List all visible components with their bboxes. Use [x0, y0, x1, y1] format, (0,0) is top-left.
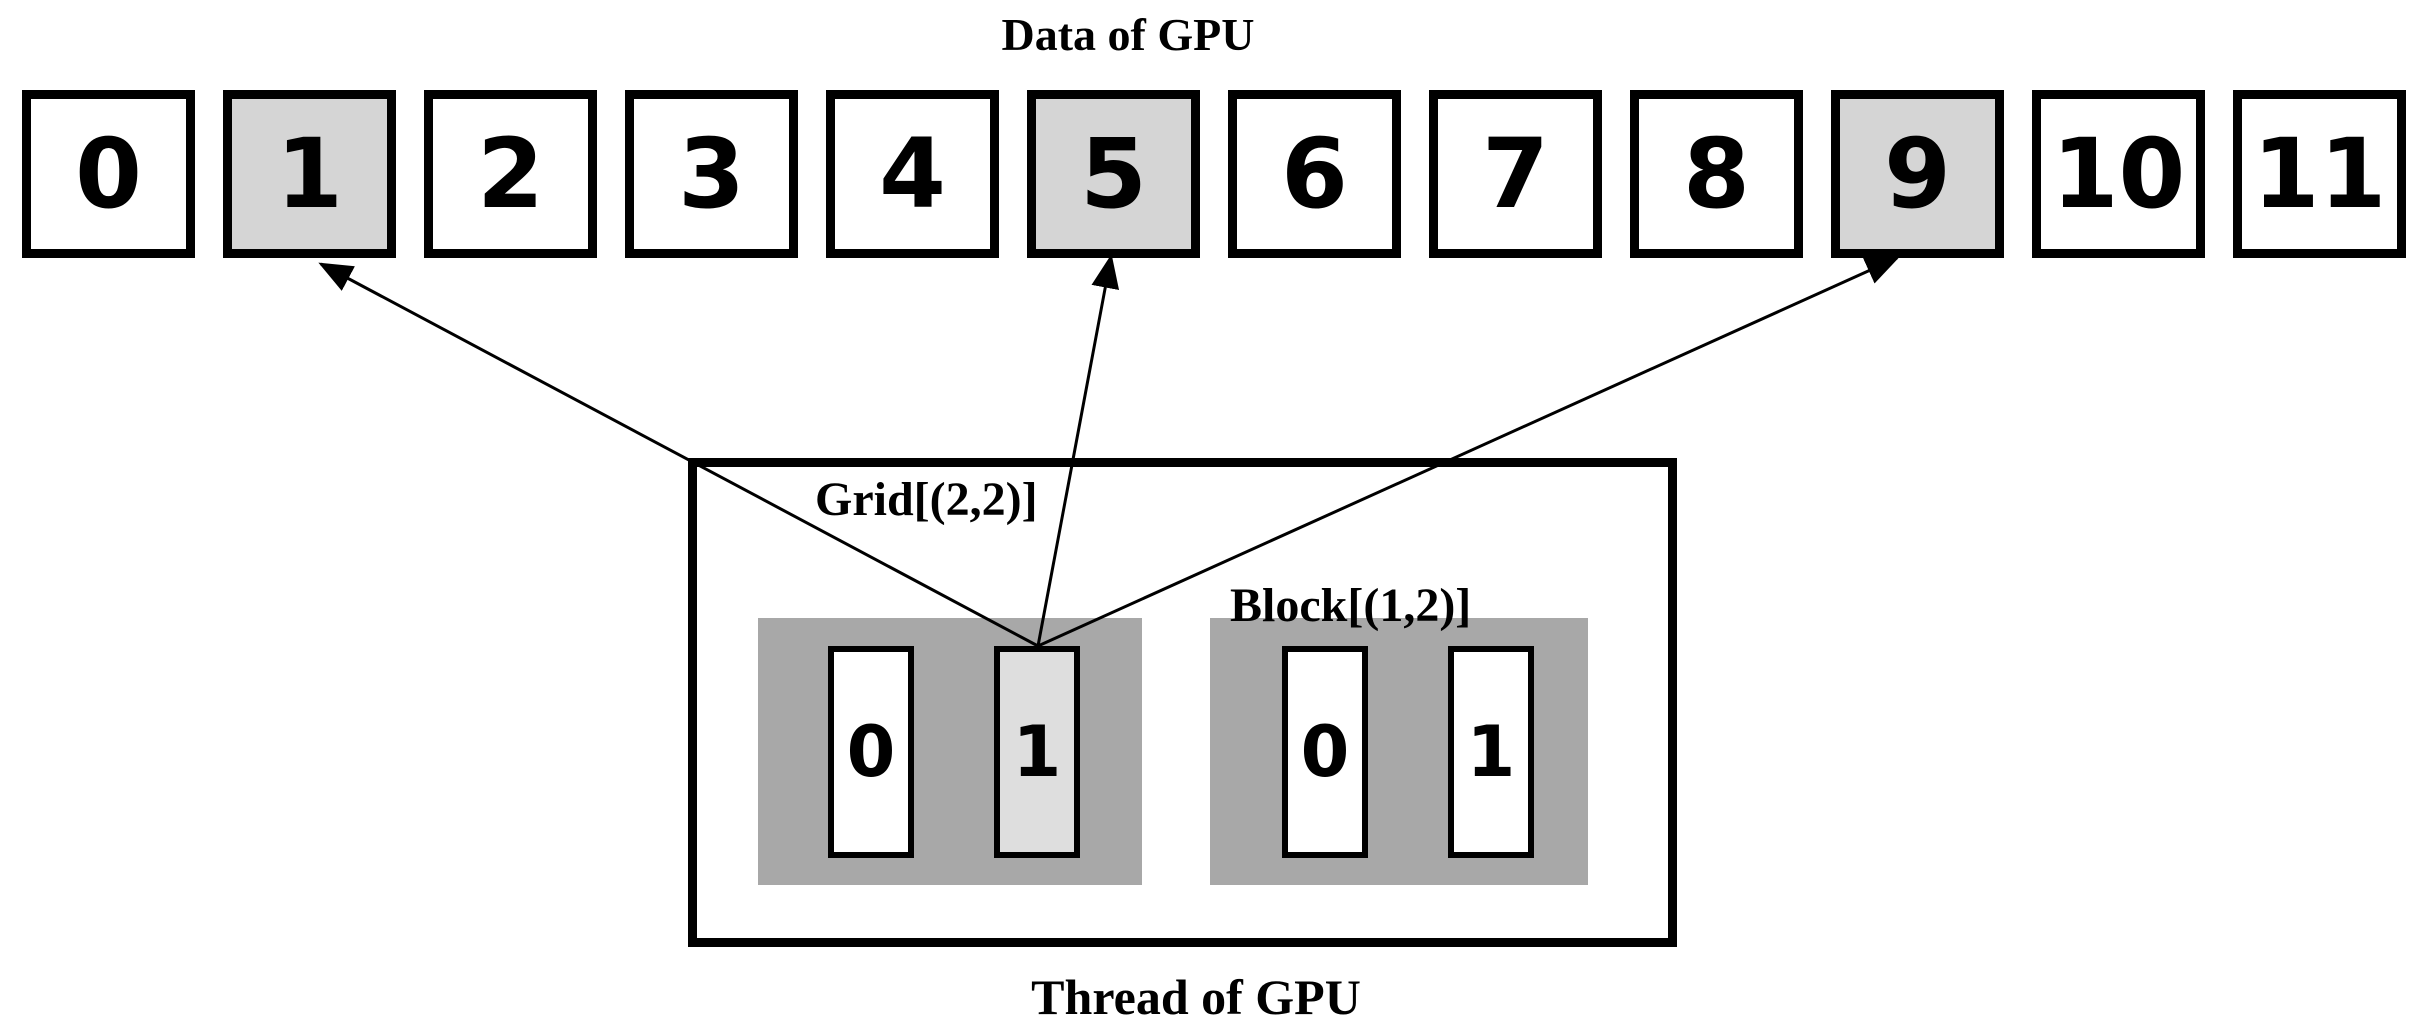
data-cell-6: 6: [1228, 90, 1401, 258]
data-cell-0: 0: [22, 90, 195, 258]
data-cell-9: 9: [1831, 90, 2004, 258]
block-1-thread-1: 1: [1448, 646, 1534, 858]
thread-box-caption: Thread of GPU: [1031, 969, 1361, 1025]
data-cell-2: 2: [424, 90, 597, 258]
data-cell-7: 7: [1429, 90, 1602, 258]
data-cell-4: 4: [826, 90, 999, 258]
thread-block-0: [758, 618, 1142, 885]
data-cell-3: 3: [625, 90, 798, 258]
data-cell-8: 8: [1630, 90, 1803, 258]
block-label: Block[(1,2)]: [1230, 579, 1472, 632]
data-cell-11: 11: [2233, 90, 2406, 258]
data-array-title: Data of GPU: [1001, 9, 1255, 60]
data-cell-10: 10: [2032, 90, 2205, 258]
data-cell-5: 5: [1027, 90, 1200, 258]
data-cell-1: 1: [223, 90, 396, 258]
block-0-thread-1: 1: [994, 646, 1080, 858]
block-1-thread-0: 0: [1282, 646, 1368, 858]
grid-label: Grid[(2,2)]: [815, 473, 1038, 526]
block-0-thread-0: 0: [828, 646, 914, 858]
